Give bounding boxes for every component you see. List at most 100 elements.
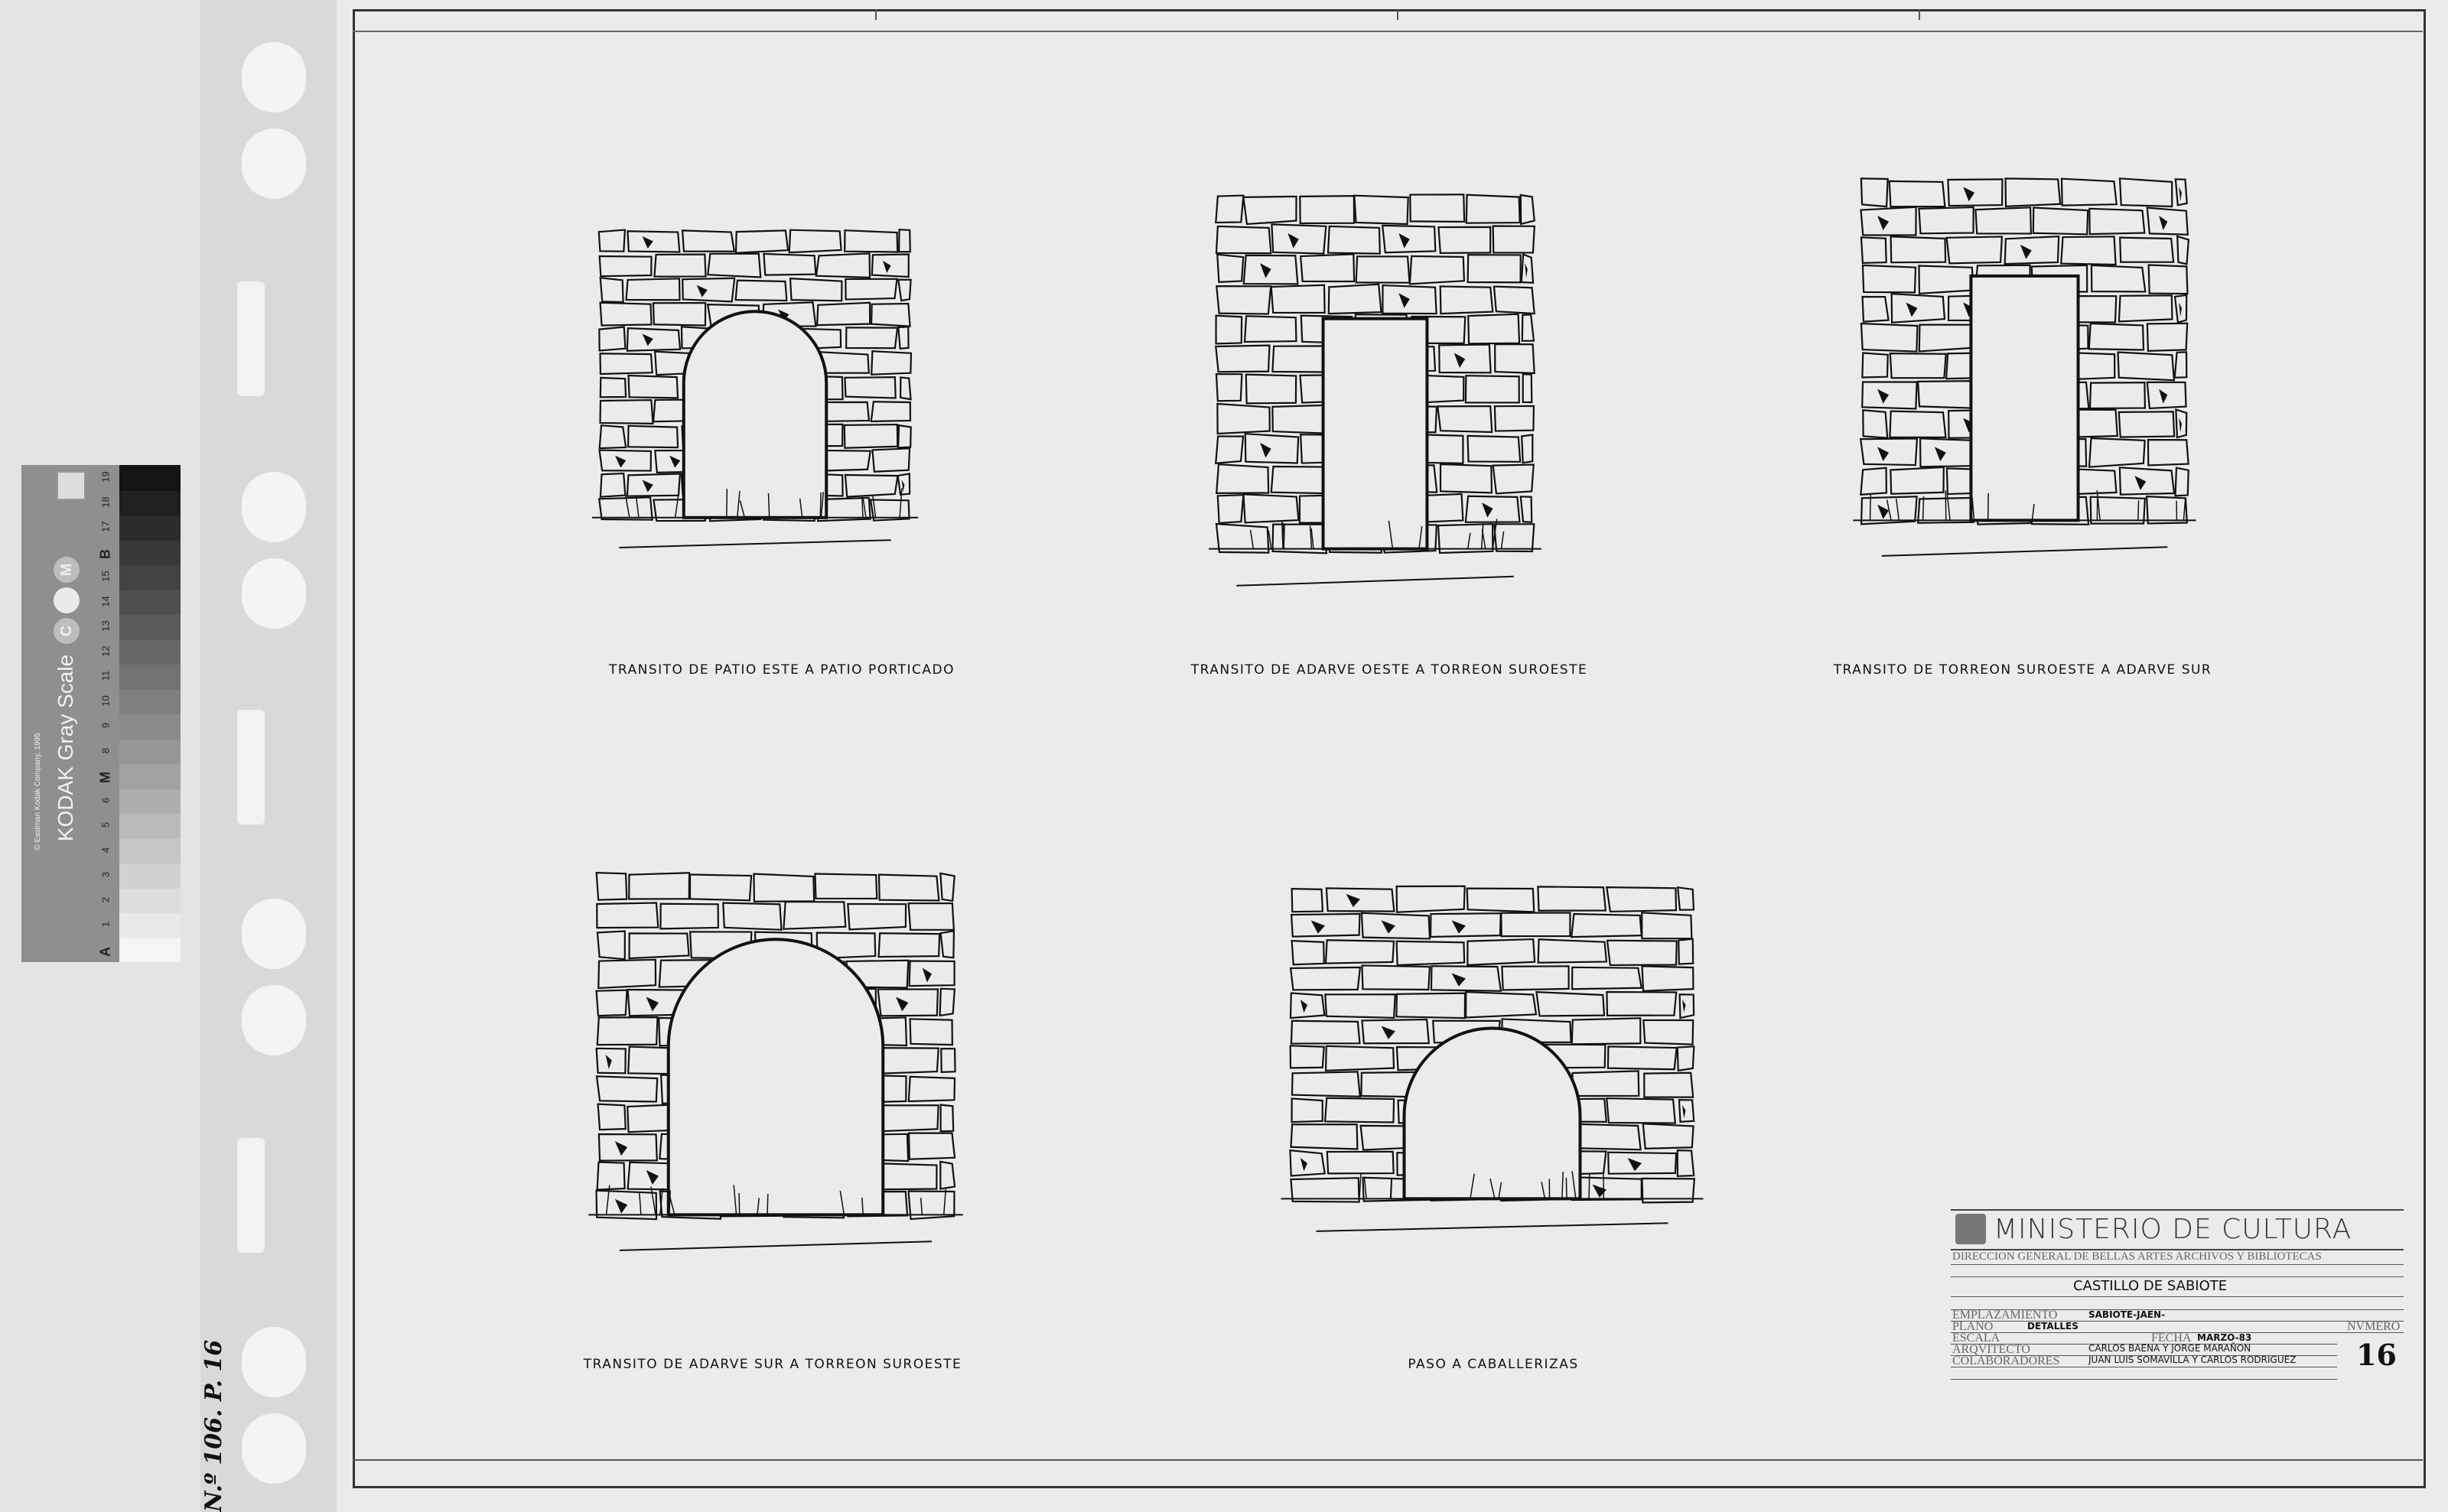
- stone-block: [1291, 1097, 1323, 1123]
- stone-block: [763, 252, 817, 276]
- stone-block: [682, 277, 736, 303]
- stone-block: [1290, 1019, 1361, 1045]
- stone-block: [1642, 1019, 1694, 1045]
- stone-block: [1519, 193, 1535, 226]
- color-circle-c: C: [54, 618, 80, 644]
- stone-block: [627, 230, 681, 253]
- stone-block: [1409, 193, 1466, 223]
- grass-stroke: [1987, 493, 1989, 521]
- stone-block: [1945, 236, 2004, 265]
- punch-hole: [242, 128, 306, 199]
- patch-label: 18: [99, 496, 112, 508]
- rule: [1951, 1332, 2404, 1333]
- grass-stroke: [861, 496, 864, 518]
- crack-mark: [882, 260, 891, 273]
- stone-block: [871, 447, 911, 473]
- crack-mark: [642, 480, 653, 493]
- stone-block: [1860, 322, 1919, 353]
- stone-block: [1289, 1149, 1327, 1177]
- stone-block: [815, 301, 871, 327]
- grass-stroke: [669, 1190, 672, 1215]
- stone-block: [1271, 223, 1327, 255]
- project-title: CASTILLO DE SABIOTE: [2073, 1278, 2228, 1294]
- rule: [1951, 1344, 2337, 1345]
- patch-label: 5: [99, 822, 112, 828]
- crack-mark: [1300, 999, 1307, 1013]
- stone-block: [1216, 285, 1272, 315]
- floor-lines: [1853, 519, 2196, 557]
- stone-block: [898, 229, 911, 253]
- stone-block: [1890, 466, 1945, 495]
- stone-block: [2176, 235, 2190, 265]
- stone-block: [1215, 344, 1271, 373]
- stone-block: [845, 278, 898, 301]
- patch-label: 9: [99, 723, 112, 729]
- grass-stroke: [1886, 499, 1892, 521]
- escala-label: ESCALA: [1952, 1332, 2000, 1345]
- emplazamiento-value: SABIOTE-JAEN-: [2088, 1309, 2166, 1320]
- grass-stroke: [1388, 520, 1394, 549]
- crack-mark: [669, 455, 681, 468]
- grass-stroke: [1363, 1178, 1367, 1199]
- crack-mark: [1454, 353, 1466, 369]
- grass-stroke: [1309, 525, 1313, 549]
- crack-mark: [1877, 216, 1890, 231]
- stone-block: [1465, 990, 1538, 1019]
- crack-mark: [1963, 418, 1975, 433]
- grass-stroke: [674, 488, 680, 518]
- stone-block: [1641, 1177, 1696, 1204]
- stone-block: [1492, 463, 1535, 495]
- patch-label: 14: [99, 596, 112, 607]
- patch-label: M: [97, 772, 113, 784]
- stone-block: [897, 473, 911, 496]
- stone-block: [939, 1104, 955, 1133]
- crack-mark: [1906, 302, 1918, 317]
- stone-block: [908, 960, 955, 987]
- stone-block: [2060, 177, 2118, 206]
- stone-block: [1429, 912, 1502, 938]
- punch-hole: [242, 1327, 306, 1397]
- crack-mark: [896, 997, 909, 1012]
- stone-block: [1606, 1097, 1677, 1124]
- stone-block: [1242, 254, 1299, 285]
- stone-block: [653, 253, 707, 278]
- stone-block: [939, 872, 955, 902]
- stone-block: [2032, 206, 2089, 236]
- gray-patch: [119, 489, 181, 515]
- stone-block: [1326, 1150, 1395, 1175]
- stone-block: [1323, 1097, 1395, 1123]
- crack-mark: [1451, 920, 1466, 934]
- stone-block: [598, 255, 653, 278]
- stone-block: [597, 1133, 658, 1162]
- stone-block: [1245, 373, 1297, 405]
- stone-block: [2174, 467, 2189, 497]
- stone-block: [1215, 372, 1243, 402]
- crack-mark: [1963, 302, 1975, 317]
- stone-block: [844, 473, 899, 498]
- stone-block: [1216, 253, 1245, 283]
- stone-block: [2173, 351, 2188, 379]
- stone-block: [722, 902, 783, 931]
- stone-block: [596, 1161, 626, 1191]
- rule: [1951, 1309, 2404, 1310]
- sketch-caption: PASO A CABALLERIZAS: [1408, 1357, 1579, 1372]
- gray-patch: [119, 614, 181, 640]
- crack-mark: [642, 236, 653, 249]
- grass-stroke: [1946, 493, 1951, 521]
- stone-block: [1974, 206, 2033, 235]
- crack-mark: [922, 967, 932, 983]
- stone-block: [1291, 1071, 1361, 1097]
- gray-patch: [119, 837, 181, 863]
- sketch-caption: TRANSITO DE ADARVE SUR A TORREON SUROEST…: [583, 1357, 962, 1372]
- grass-stroke: [1489, 1179, 1496, 1199]
- stone-block: [1466, 887, 1535, 913]
- stone-block: [734, 229, 789, 254]
- stone-block: [1676, 886, 1695, 911]
- sleeve-slot: [237, 1138, 265, 1253]
- punch-hole: [242, 985, 306, 1055]
- gray-patch: [119, 589, 181, 615]
- patch-label: 1: [99, 922, 112, 928]
- stone-block: [1571, 1176, 1642, 1201]
- stone-block: [599, 276, 624, 304]
- sketch-caption: TRANSITO DE TORREON SUROESTE A ADARVE SU…: [1833, 662, 2212, 678]
